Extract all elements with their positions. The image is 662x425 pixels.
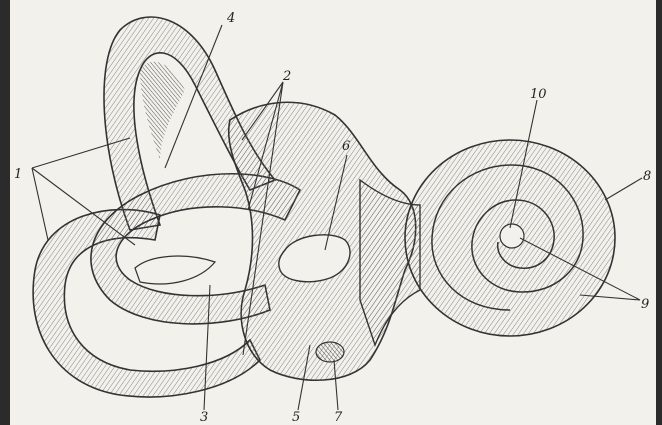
label-5: 5 (292, 410, 300, 425)
label-6: 6 (342, 139, 350, 154)
label-4: 4 (226, 11, 235, 26)
label-7: 7 (334, 410, 343, 425)
label-8: 8 (643, 169, 651, 184)
label-1: 1 (14, 167, 22, 182)
round-window (316, 342, 344, 362)
label-2: 2 (282, 69, 291, 84)
label-10: 10 (530, 87, 547, 102)
lateral-canal-inner (135, 256, 215, 284)
label-3: 3 (200, 410, 208, 425)
cochlea-apex (500, 224, 524, 248)
label-9: 9 (641, 297, 649, 312)
superior-canal-inner-shade (140, 62, 185, 160)
